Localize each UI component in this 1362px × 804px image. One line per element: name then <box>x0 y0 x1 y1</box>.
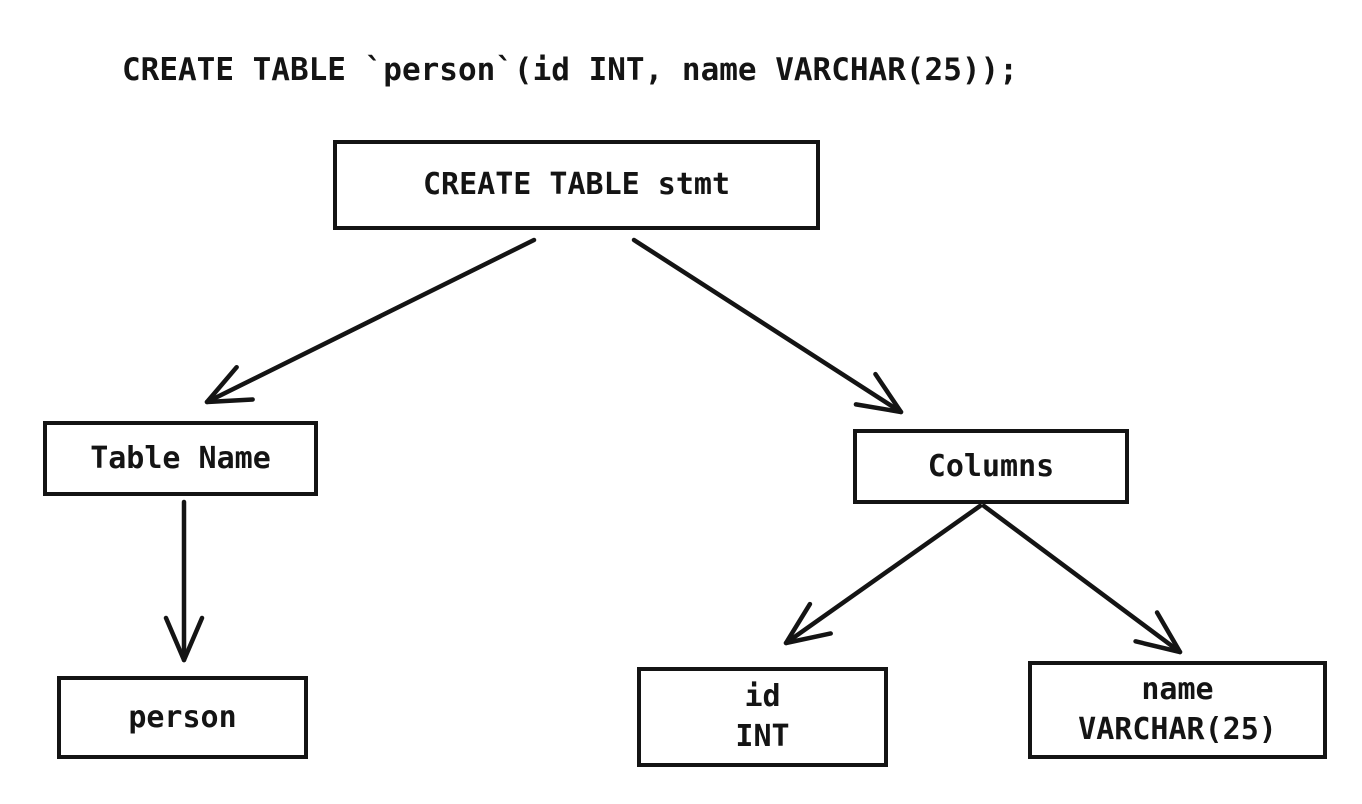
edge-root-to-table-name <box>204 237 537 405</box>
edge-columns-to-id <box>783 503 983 646</box>
node-create-table-stmt: CREATE TABLE stmt <box>333 140 820 230</box>
node-label-line2: VARCHAR(25) <box>1078 712 1277 747</box>
node-person: person <box>57 676 308 759</box>
node-name-varchar: name VARCHAR(25) <box>1028 661 1327 759</box>
edge-columns-to-name <box>981 503 1183 655</box>
edge-root-to-columns <box>631 237 904 415</box>
node-label: CREATE TABLE stmt <box>422 167 731 202</box>
node-table-name: Table Name <box>43 421 318 496</box>
node-label: Columns <box>927 448 1055 484</box>
node-label-line1: name <box>1141 672 1214 707</box>
node-id-int: id INT <box>637 667 888 767</box>
node-label-line1: id <box>744 679 781 714</box>
node-columns: Columns <box>853 429 1129 504</box>
node-label: person <box>128 699 237 735</box>
node-label-line2: INT <box>735 719 790 754</box>
sql-statement-text: CREATE TABLE `person`(id INT, name VARCH… <box>122 52 1018 88</box>
node-label: Table Name <box>90 440 271 476</box>
